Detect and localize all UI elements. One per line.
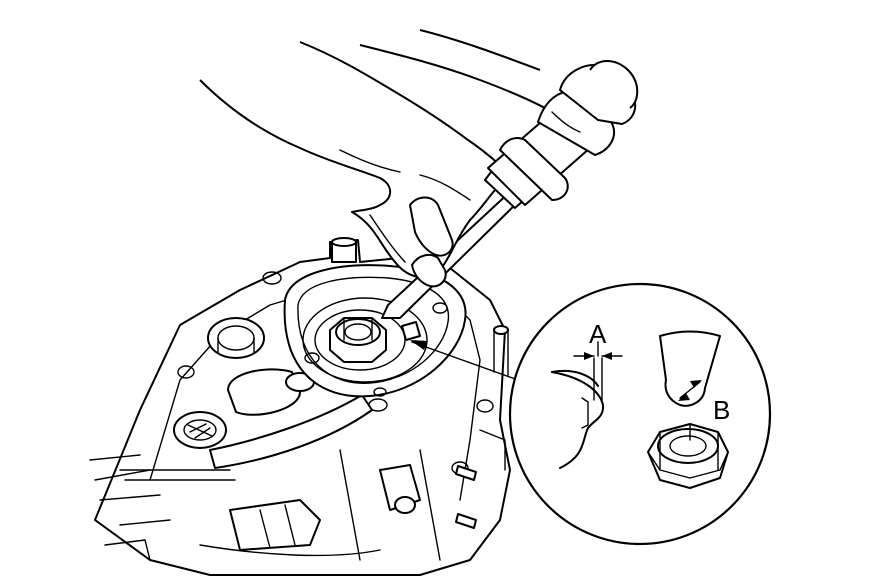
transmission-case [89, 237, 511, 576]
label-b: B [713, 395, 730, 425]
label-a: A [589, 319, 607, 349]
punch-tip-detail [659, 330, 721, 407]
staked-flange-detail [551, 341, 623, 469]
lock-nut [329, 317, 387, 363]
detail-callout: A B [508, 282, 772, 546]
leader-arrow [410, 340, 519, 381]
hammer [487, 60, 639, 206]
hand-with-punch [199, 29, 566, 319]
staked-nut-detail [647, 423, 729, 489]
